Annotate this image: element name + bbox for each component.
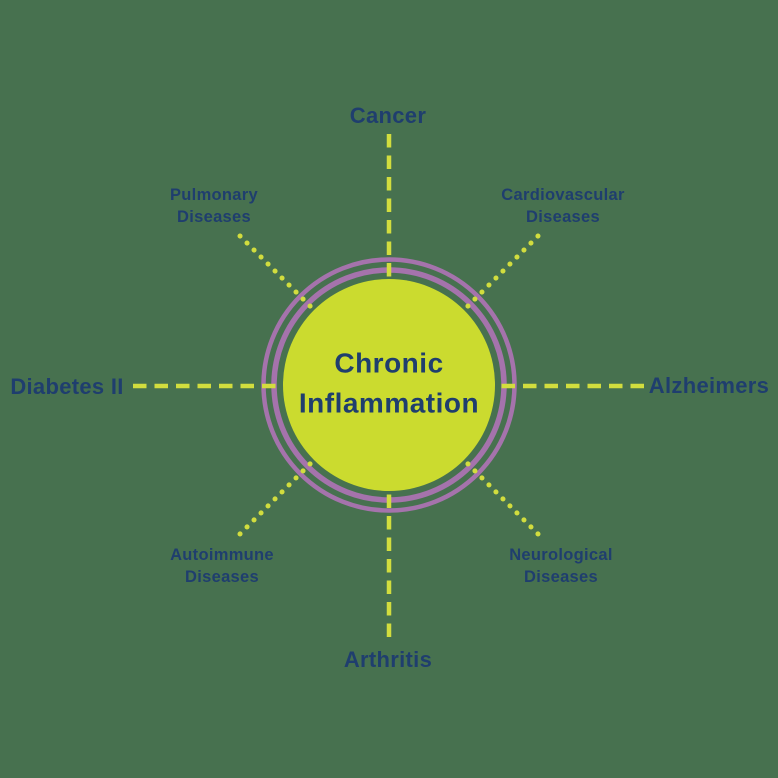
spoke-label-alzheimers: Alzheimers (648, 373, 770, 398)
spoke-label-arthritis: Arthritis (343, 647, 433, 672)
spoke-label-cardiovascular-diseases: Cardiovascular Diseases (501, 186, 625, 226)
connector-top-right-dotted-line (458, 233, 541, 316)
connector-bottom-left-dotted-line (237, 454, 320, 537)
center-circle (283, 279, 495, 491)
spoke-label-diabetes-ii: Diabetes II (10, 374, 124, 399)
spoke-label-cancer: Cancer (349, 103, 427, 128)
connector-top-left-dotted-line (237, 233, 320, 316)
spoke-label-autoimmune-diseases: Autoimmune Diseases (170, 546, 274, 586)
spoke-label-pulmonary-diseases: Pulmonary Diseases (170, 186, 258, 226)
spoke-label-neurological-diseases: Neurological Diseases (509, 546, 613, 586)
connector-bottom-right-dotted-line (458, 454, 541, 537)
center-label: Chronic Inflammation (298, 347, 480, 418)
